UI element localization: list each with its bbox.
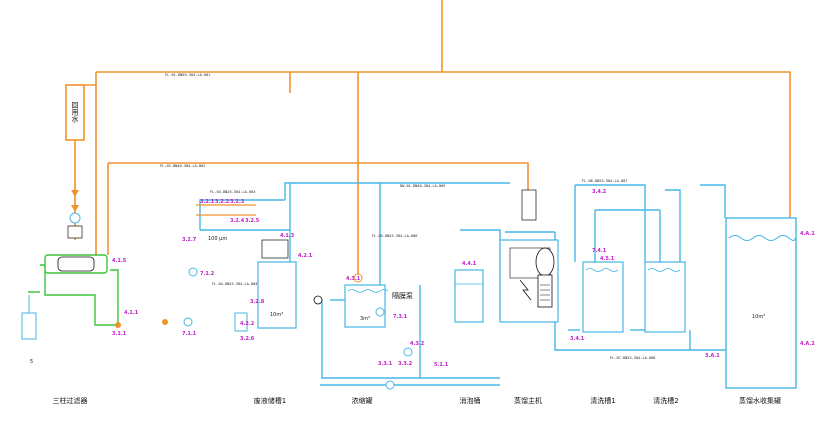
tag-432: 4.3.2 [410, 341, 425, 347]
capacity-recovery: 10m³ [752, 314, 765, 320]
blue-lines [199, 182, 730, 386]
tag-413: 4.1.3 [280, 233, 295, 239]
tag-332: 3.3.2 [398, 361, 413, 367]
line-tag-7: FL-06-DN25-304-LA-007 [582, 179, 627, 183]
evaporator-main [499, 189, 559, 323]
flow-value: 100 μm [208, 236, 227, 242]
tag-324: 3.2.4 [230, 218, 245, 224]
tag-422: 4.2.2 [240, 321, 255, 327]
label-recovery: 蒸馏水收集罐 [739, 396, 781, 405]
tag-341: 3.4.1 [570, 336, 585, 342]
label-defoam: 消泡桶 [460, 396, 481, 405]
label-concentrate: 浓缩罐 [352, 396, 373, 405]
green-lines [28, 264, 120, 326]
tag-321: 3.2.1 [200, 199, 215, 205]
tag-326: 3.2.6 [240, 336, 255, 342]
tag-4a1: 4.A.1 [800, 231, 815, 237]
tag-511: 5.1.1 [434, 362, 449, 368]
line-tag-5: DW-01-DN50-304-LA-005 [400, 184, 445, 188]
tag-441: 4.4.1 [462, 261, 477, 267]
wash-tank-1 [582, 261, 624, 333]
tag-328: 3.2.8 [250, 299, 265, 305]
tag-451: 4.5.1 [600, 256, 615, 262]
tag-331: 3.3.1 [378, 361, 393, 367]
capacity-concentrate: 3m³ [360, 316, 370, 322]
line-tag-1: FL-01-DN50-304-LA-001 [165, 73, 210, 77]
concentrate-tank [313, 273, 413, 390]
tag-327: 3.2.7 [182, 237, 197, 243]
defoam-tank [454, 269, 484, 323]
isolation-pump-label: 隔膜泵 [392, 291, 413, 300]
line-tag-3: FL-03-DN25-304-LA-003 [210, 190, 255, 194]
label-wash-tank-2: 清洗槽2 [653, 396, 678, 405]
label-filter: 三柱过滤器 [53, 396, 88, 405]
tag-421: 4.2.1 [298, 253, 313, 259]
tag-415: 4.1.5 [112, 258, 127, 264]
site-mark: 5 [30, 359, 33, 365]
tag-3a1: 3.A.1 [705, 353, 720, 359]
tag-411: 4.1.1 [124, 310, 139, 316]
tag-741: 7.4.1 [592, 248, 607, 254]
tag-4a2: 4.A.2 [800, 341, 815, 347]
tag-323: 3.2.3 [230, 199, 245, 205]
tag-342: 3.4.2 [592, 189, 607, 195]
filter-unit [21, 190, 193, 340]
tag-322: 3.2.2 [215, 199, 230, 205]
line-tag-8: FL-07-DN25-304-LA-008 [610, 356, 655, 360]
line-tag-6: FL-05-DN25-304-LA-006 [372, 234, 417, 238]
recovery-tank [725, 217, 797, 389]
line-tag-4: FL-04-DN25-304-LA-004 [212, 282, 257, 286]
tag-431: 4.3.1 [346, 276, 361, 282]
tag-311: 3.1.1 [112, 331, 127, 337]
tag-711: 7.1.1 [182, 331, 197, 337]
tag-325: 3.2.5 [245, 218, 260, 224]
capacity-waste: 10m³ [270, 312, 283, 318]
tag-731: 7.3.1 [393, 314, 408, 320]
tag-712: 7.1.2 [200, 271, 215, 277]
line-tag-2: FL-02-DN40-304-LA-002 [160, 164, 205, 168]
reuse-water-label: 回用水 [71, 102, 79, 123]
label-waste-tank: 废液储槽1 [254, 396, 286, 405]
wash-tank-2 [644, 261, 686, 333]
label-evaporator: 蒸馏主机 [514, 396, 542, 405]
reuse-water-box [65, 84, 85, 141]
label-wash-tank-1: 清洗槽1 [590, 396, 615, 405]
waste-tank-1 [188, 204, 297, 332]
